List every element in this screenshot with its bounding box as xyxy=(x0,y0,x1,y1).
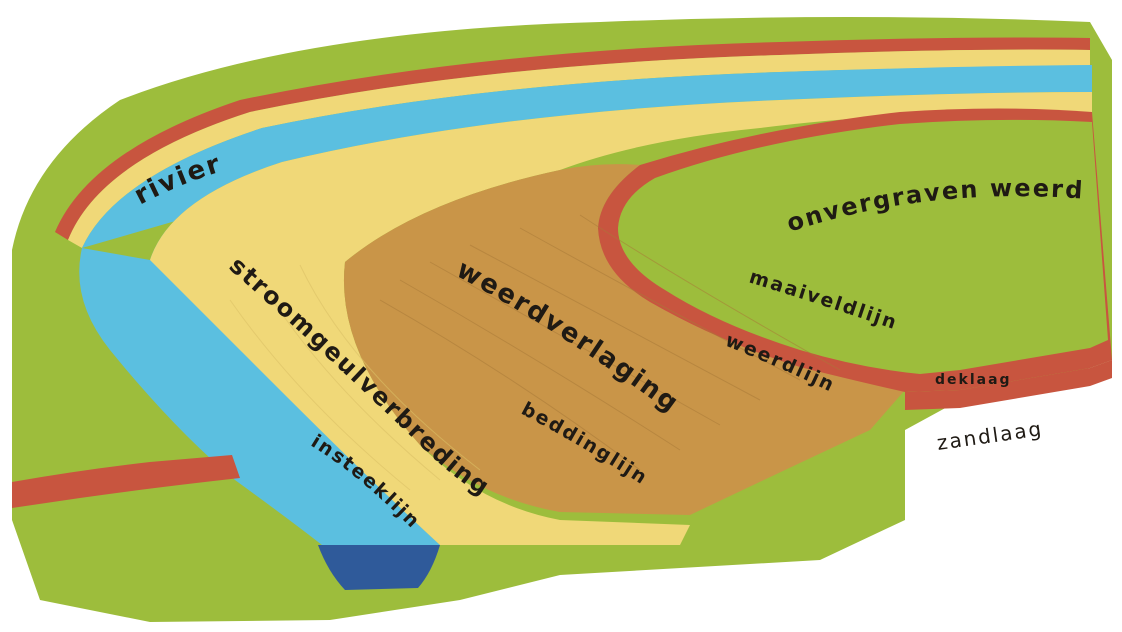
label-zandlaag: zandlaag xyxy=(935,416,1044,455)
label-deklaag: deklaag xyxy=(935,372,1012,388)
